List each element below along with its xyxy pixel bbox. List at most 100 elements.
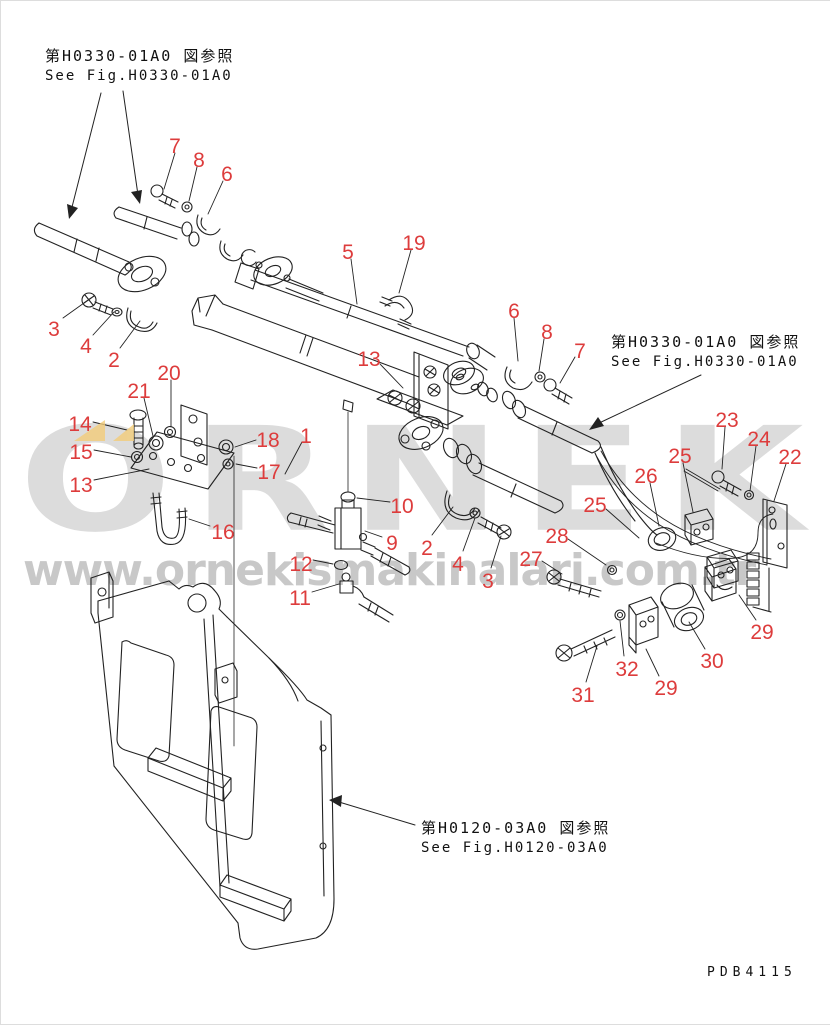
part-label-22: 22 (778, 446, 801, 469)
leader-line-2 (119, 320, 141, 349)
reference-note-jp: 第H0330-01A0 図参照 (45, 47, 235, 65)
hydraulic-hoses (596, 450, 774, 566)
drawing-code: PDB4115 (707, 965, 797, 980)
reference-note-en: See Fig.H0330-01A0 (45, 68, 233, 84)
part-label-7: 7 (169, 135, 181, 158)
reference-arrows (67, 90, 702, 826)
leader-line-2 (431, 506, 454, 536)
leader-line-6 (207, 180, 224, 215)
leader-line-17 (235, 463, 258, 469)
part-label-21: 21 (127, 380, 150, 403)
leader-line-23 (721, 426, 726, 470)
part-label-29: 29 (654, 677, 677, 700)
leader-line-5 (350, 258, 358, 305)
leader-line-16 (188, 518, 211, 527)
part-label-2: 2 (421, 537, 433, 560)
reference-note-en: See Fig.H0330-01A0 (611, 354, 799, 370)
leader-line-4 (462, 517, 476, 552)
grease-fitting-group (286, 491, 411, 623)
part-label-31: 31 (571, 684, 594, 707)
part-label-14: 14 (68, 413, 92, 436)
part-label-24: 24 (747, 428, 771, 451)
leader-line-3 (490, 535, 502, 569)
part-label-1: 1 (300, 425, 312, 448)
part-label-3: 3 (48, 318, 60, 341)
leader-line-25 (605, 508, 640, 539)
reference-note-jp: 第H0120-03A0 図参照 (421, 819, 611, 837)
part-label-28: 28 (545, 525, 568, 548)
leader-line-27 (541, 560, 563, 575)
leader-line-28 (567, 538, 607, 566)
reference-note-right: 第H0330-01A0 図参照 See Fig.H0330-01A0 (611, 331, 800, 370)
leader-line-31 (585, 645, 598, 683)
part-label-25: 25 (583, 494, 606, 517)
leader-line-21 (143, 397, 154, 437)
leader-line-19 (398, 249, 412, 294)
part-label-20: 20 (157, 362, 180, 385)
part-label-6: 6 (508, 300, 520, 323)
leader-line-1 (284, 441, 303, 475)
leader-line-7 (163, 152, 176, 190)
part-label-25: 25 (668, 445, 691, 468)
part-label-32: 32 (615, 658, 638, 681)
highlight-arrow (74, 420, 134, 441)
part-label-23: 23 (715, 409, 738, 432)
right-drive-shafts (444, 390, 677, 551)
part-label-30: 30 (700, 650, 723, 673)
part-label-7: 7 (574, 340, 586, 363)
leader-line-29 (738, 594, 757, 621)
leader-line-15 (93, 449, 132, 458)
leader-line-6 (513, 317, 519, 362)
reference-note-bottom: 第H0120-03A0 図参照 See Fig.H0120-03A0 (421, 817, 610, 856)
reference-note-jp: 第H0330-01A0 図参照 (611, 333, 801, 351)
leader-line-25 (682, 462, 694, 513)
part-label-6: 6 (221, 163, 233, 186)
part-label-11: 11 (289, 587, 311, 610)
leader-line-30 (688, 621, 706, 650)
part-label-12: 12 (289, 553, 312, 576)
part-label-18: 18 (256, 429, 279, 452)
part-label-16: 16 (211, 521, 234, 544)
part-label-2: 2 (108, 349, 120, 372)
leader-line-13 (93, 468, 150, 481)
reference-note-en: See Fig.H0120-03A0 (421, 840, 609, 856)
leader-line-3 (62, 297, 92, 319)
part-label-29: 29 (750, 621, 773, 644)
part-label-19: 19 (402, 232, 425, 255)
right-clamp-bracket-group (684, 470, 788, 613)
leader-line-22 (773, 463, 787, 502)
leader-lines (62, 152, 787, 683)
leader-line-8 (538, 338, 545, 372)
guard-frame (90, 571, 335, 950)
part-label-17: 17 (257, 461, 280, 484)
leader-line-8 (188, 166, 198, 202)
part-label-3: 3 (482, 570, 494, 593)
leader-line-7 (559, 356, 576, 384)
front-drive-shaft (33, 222, 167, 293)
part-label-5: 5 (342, 241, 354, 264)
leader-line-4 (92, 311, 115, 336)
tube-5-and-hose-19 (234, 262, 496, 371)
part-label-13: 13 (357, 348, 380, 371)
watermark-brand-text: ORNEK (19, 397, 824, 565)
part-label-8: 8 (193, 149, 205, 172)
part-label-9: 9 (386, 532, 398, 555)
leader-line-11 (311, 583, 340, 593)
part-label-4: 4 (452, 553, 464, 576)
part-label-15: 15 (69, 441, 92, 464)
leader-line-14 (92, 421, 128, 431)
leader-line-29 (645, 648, 660, 677)
part-label-13: 13 (69, 474, 92, 497)
part-label-27: 27 (519, 548, 542, 571)
leader-line-10 (356, 497, 391, 503)
leader-line-12 (312, 559, 334, 565)
right-joint-parts (443, 360, 573, 405)
bolt-washer-clamp-left (81, 292, 158, 332)
leader-line-13 (379, 363, 404, 389)
leader-line-24 (749, 445, 757, 492)
upper-joint-shaft (113, 184, 324, 302)
bottom-clamp-group (546, 558, 737, 662)
leader-line-26 (649, 482, 660, 527)
